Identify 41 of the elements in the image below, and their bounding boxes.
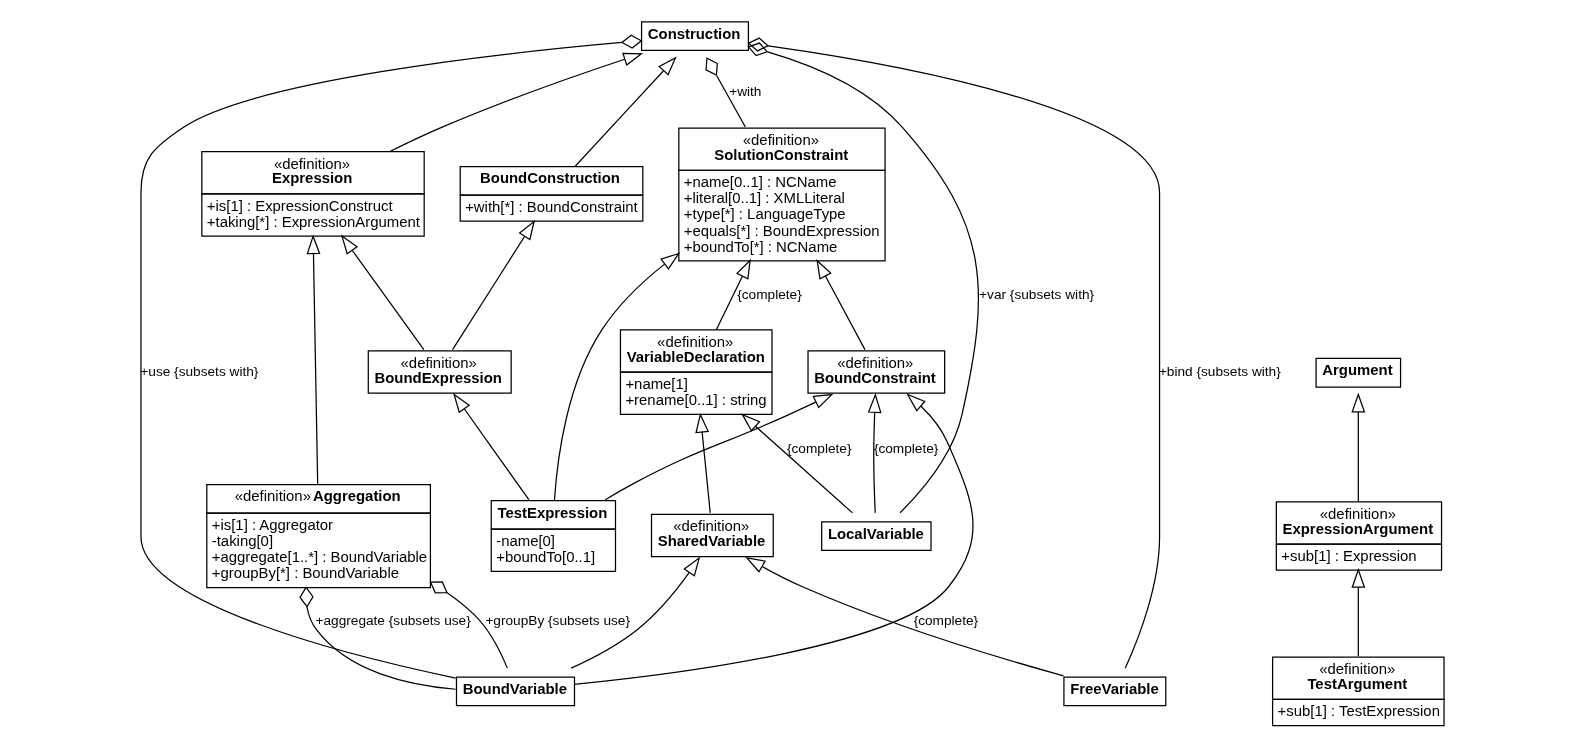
node-box: «definition» BoundConstraint xyxy=(806,350,945,394)
arrow xyxy=(451,219,535,351)
edge-label: +var {subsets with} xyxy=(978,286,1094,302)
arrow xyxy=(694,412,711,514)
arrow xyxy=(570,556,700,669)
node-box: Construction xyxy=(640,21,749,51)
node-box: «definition» SharedVariable xyxy=(650,513,774,558)
arrow xyxy=(604,393,833,501)
edge-label: +with xyxy=(728,84,761,100)
edge-label: {complete} xyxy=(873,440,938,456)
arrow xyxy=(1350,567,1365,657)
arrow xyxy=(1350,392,1365,502)
connector xyxy=(746,42,979,514)
edge-label: +groupBy {subsets use} xyxy=(484,613,630,629)
arrow xyxy=(715,258,751,331)
node-box: FreeVariable xyxy=(1062,676,1166,707)
connector xyxy=(429,581,508,669)
edge-label: +aggregate {subsets use} xyxy=(314,613,471,629)
arrow xyxy=(388,52,643,153)
node-box: Argument xyxy=(1314,357,1401,388)
node-box: BoundVariable xyxy=(455,676,575,707)
connector xyxy=(747,37,1160,669)
arrow xyxy=(744,556,1064,677)
connector xyxy=(139,34,642,679)
arrow xyxy=(553,252,680,501)
node-box: LocalVariable xyxy=(820,521,932,551)
connector xyxy=(704,57,746,128)
node-box: «definition» BoundExpression xyxy=(367,350,512,394)
arrow xyxy=(306,234,320,485)
arrow xyxy=(740,413,853,514)
arrow xyxy=(452,392,529,501)
connector xyxy=(298,586,456,690)
arrow xyxy=(815,259,866,351)
arrow xyxy=(573,56,677,168)
edge-label: {complete} xyxy=(913,613,978,629)
arrow xyxy=(572,393,974,685)
edge-label: {complete} xyxy=(736,286,802,302)
edge-label: {complete} xyxy=(786,440,851,456)
edge-label: +bind {subsets with} xyxy=(1158,363,1281,379)
arrow xyxy=(340,234,424,351)
arrow xyxy=(867,393,882,514)
